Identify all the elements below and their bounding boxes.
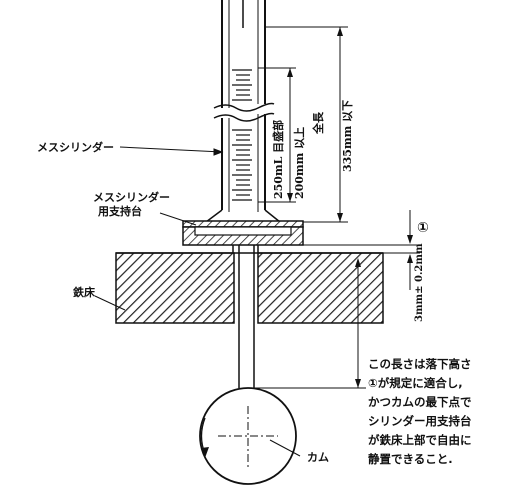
note-line: この長さは落下高さ	[368, 357, 472, 371]
note-line: が鉄床上部で自由に	[368, 433, 472, 447]
iron-bed	[115, 252, 384, 324]
note-line: 静置できること.	[368, 452, 453, 466]
cylinder-support-stand	[182, 220, 304, 246]
cam-label: カム	[307, 451, 329, 464]
support-stand-label-line2: 用支持台	[98, 204, 142, 218]
cam	[199, 387, 297, 485]
drop-height-label: 3mm± 0.2mm	[414, 243, 425, 322]
measuring-cylinder-label: メスシリンダー	[37, 140, 114, 154]
scale-volume-label: 250mL 目盛部	[271, 120, 285, 199]
total-length-label: 全長	[311, 111, 325, 135]
marker-1-label: ①	[417, 220, 429, 236]
measuring-cylinder	[203, 0, 283, 223]
push-rod	[232, 245, 259, 388]
iron-bed-label: 鉄床	[73, 285, 96, 299]
note-line: ①が規定に適合し,	[368, 376, 463, 390]
support-stand-label-line1: メスシリンダー	[93, 190, 170, 204]
scale-length-label: 200mm 以上	[292, 127, 306, 199]
condition-note: この長さは落下高さ ①が規定に適合し, かつカムの最下点で シリンダー用支持台 …	[368, 357, 472, 466]
dimension-lines	[254, 26, 420, 389]
note-line: シリンダー用支持台	[368, 414, 472, 428]
total-length-value: 335mm 以下	[341, 100, 354, 172]
leader-lines	[94, 146, 301, 457]
note-line: かつカムの最下点で	[368, 395, 472, 409]
